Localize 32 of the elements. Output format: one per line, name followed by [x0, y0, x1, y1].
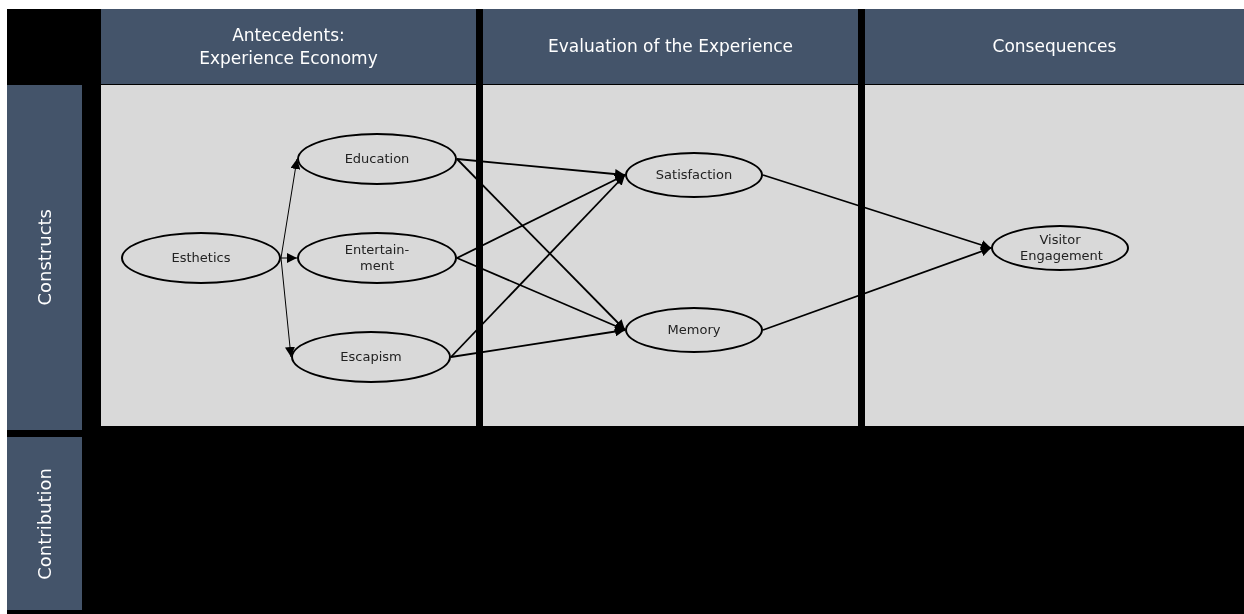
panel-background [101, 85, 476, 426]
arrow [456, 158, 626, 331]
panel-background [865, 85, 1244, 426]
arrow [762, 174, 992, 250]
construct-label: Memory [667, 321, 721, 339]
column-header [865, 9, 1244, 84]
construct-label: Escapism [340, 348, 402, 366]
arrow [456, 257, 626, 331]
construct-label: Entertain- ment [343, 241, 411, 275]
construct-ellipse [121, 232, 281, 284]
construct-ellipse [291, 331, 451, 383]
row-header [7, 85, 82, 430]
arrow [762, 246, 992, 331]
header-label: Consequences [992, 35, 1117, 58]
construct-label: Satisfaction [655, 166, 733, 184]
arrow [450, 326, 626, 358]
row-header [7, 437, 82, 610]
arrow [280, 158, 301, 259]
construct-ellipse [297, 133, 457, 185]
column-header [101, 9, 476, 84]
arrow [456, 174, 626, 259]
header-label: Constructs [34, 209, 55, 306]
header-label: Evaluation of the Experience [548, 35, 793, 58]
panel-background [483, 85, 858, 426]
arrow [450, 174, 626, 358]
arrow [280, 253, 298, 263]
header-label: Contribution [34, 467, 55, 580]
construct-label: Education [344, 150, 410, 168]
construct-label: Esthetics [171, 249, 231, 267]
header-label: Antecedents: Experience Economy [198, 24, 379, 69]
arrow [280, 257, 295, 358]
column-header [483, 9, 858, 84]
